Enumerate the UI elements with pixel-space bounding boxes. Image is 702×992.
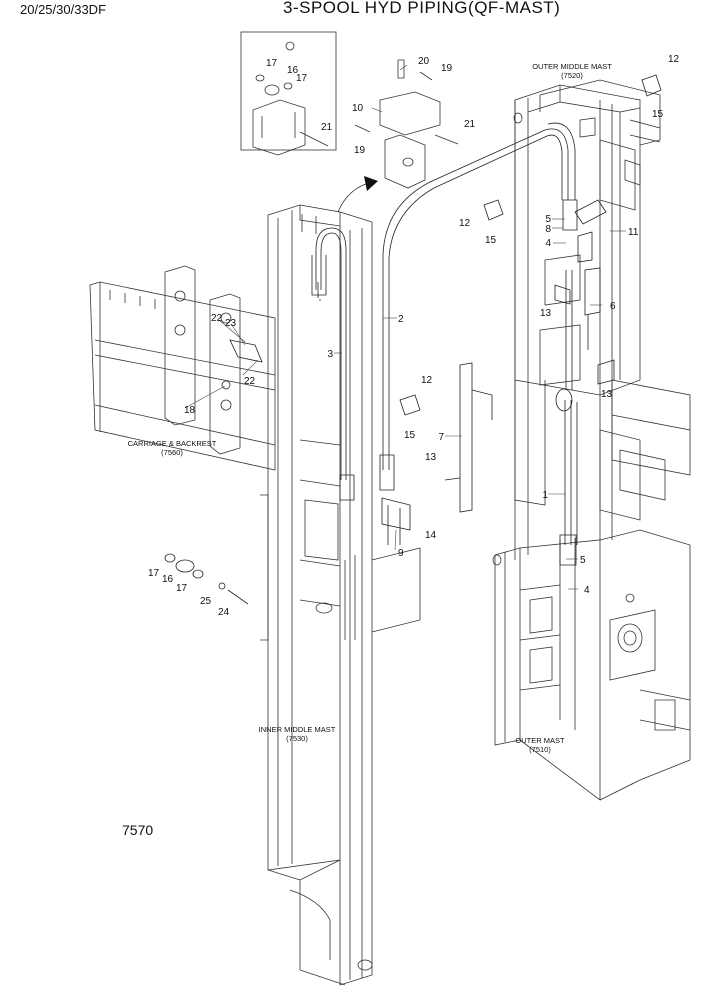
callout-24: 24	[218, 607, 230, 618]
callout-22-lower: 22	[244, 376, 256, 387]
callout-21-inset: 21	[321, 122, 333, 133]
model-code: 20/25/30/33DF	[20, 2, 107, 17]
caption-inner-middle-mast-code: (7530)	[286, 734, 308, 743]
callout-12-mid: 12	[459, 218, 471, 229]
callout-20: 20	[418, 56, 430, 67]
callout-12-top: 12	[668, 54, 680, 65]
caption-inner-middle-mast: INNER MIDDLE MAST	[259, 725, 336, 734]
page-code: 7570	[122, 822, 154, 838]
caption-outer-middle-mast-code: (7520)	[561, 71, 583, 80]
callout-13-right: 13	[601, 389, 613, 400]
inset-detail-box	[240, 31, 337, 156]
callout-17-lower-b: 17	[176, 583, 188, 594]
callouts: 1 2 3 4 4 5 5 6 7 8 9 10 11 12 12 12 13 …	[148, 54, 680, 618]
callout-5-lower: 5	[580, 555, 586, 566]
hose-lines	[164, 74, 662, 605]
page-title: 3-SPOOL HYD PIPING(QF-MAST)	[283, 0, 561, 17]
callout-19-lower: 19	[354, 145, 366, 156]
callout-13-lower: 13	[425, 452, 437, 463]
callout-14: 14	[425, 530, 437, 541]
callout-17-lower-a: 17	[148, 568, 160, 579]
caption-outer-middle-mast: OUTER MIDDLE MAST	[532, 62, 612, 71]
callout-3: 3	[327, 349, 333, 360]
callout-1: 1	[542, 490, 548, 501]
callout-13-upper: 13	[540, 308, 552, 319]
outer-middle-mast	[513, 79, 661, 560]
callout-2: 2	[398, 314, 404, 325]
callout-15-top: 15	[652, 109, 664, 120]
callout-10: 10	[352, 103, 364, 114]
callout-7: 7	[438, 432, 444, 443]
callout-16-inset: 16	[287, 65, 299, 76]
outer-mast	[492, 254, 691, 801]
caption-carriage-backrest: CARRIAGE & BACKREST	[128, 439, 217, 448]
callout-15-low: 15	[404, 430, 416, 441]
callout-18: 18	[184, 405, 196, 416]
callout-15-mid: 15	[485, 235, 497, 246]
callout-17-inset-a: 17	[266, 58, 278, 69]
callout-4-lower: 4	[584, 585, 590, 596]
callout-22-upper: 22	[211, 313, 223, 324]
callout-16-lower: 16	[162, 574, 174, 585]
callout-25: 25	[200, 596, 212, 607]
leader-lines	[184, 64, 626, 590]
callout-9: 9	[398, 548, 404, 559]
caption-carriage-backrest-code: (7560)	[161, 448, 183, 457]
inner-middle-mast	[260, 204, 421, 986]
callout-4-upper: 4	[545, 238, 551, 249]
callout-12-low: 12	[421, 375, 433, 386]
fitting-block	[354, 59, 459, 189]
callout-6: 6	[610, 301, 616, 312]
caption-outer-mast-code: (7510)	[529, 745, 551, 754]
callout-19-upper: 19	[441, 63, 453, 74]
callout-8: 8	[545, 224, 551, 235]
carriage-backrest	[89, 265, 276, 471]
captions: OUTER MIDDLE MAST (7520) CARRIAGE & BACK…	[128, 62, 613, 754]
callout-21-block: 21	[464, 119, 476, 130]
callout-23: 23	[225, 318, 237, 329]
callout-5-upper: 5	[545, 214, 551, 225]
caption-outer-mast: OUTER MAST	[515, 736, 565, 745]
callout-11: 11	[628, 227, 639, 238]
callout-17-inset-b: 17	[296, 73, 308, 84]
